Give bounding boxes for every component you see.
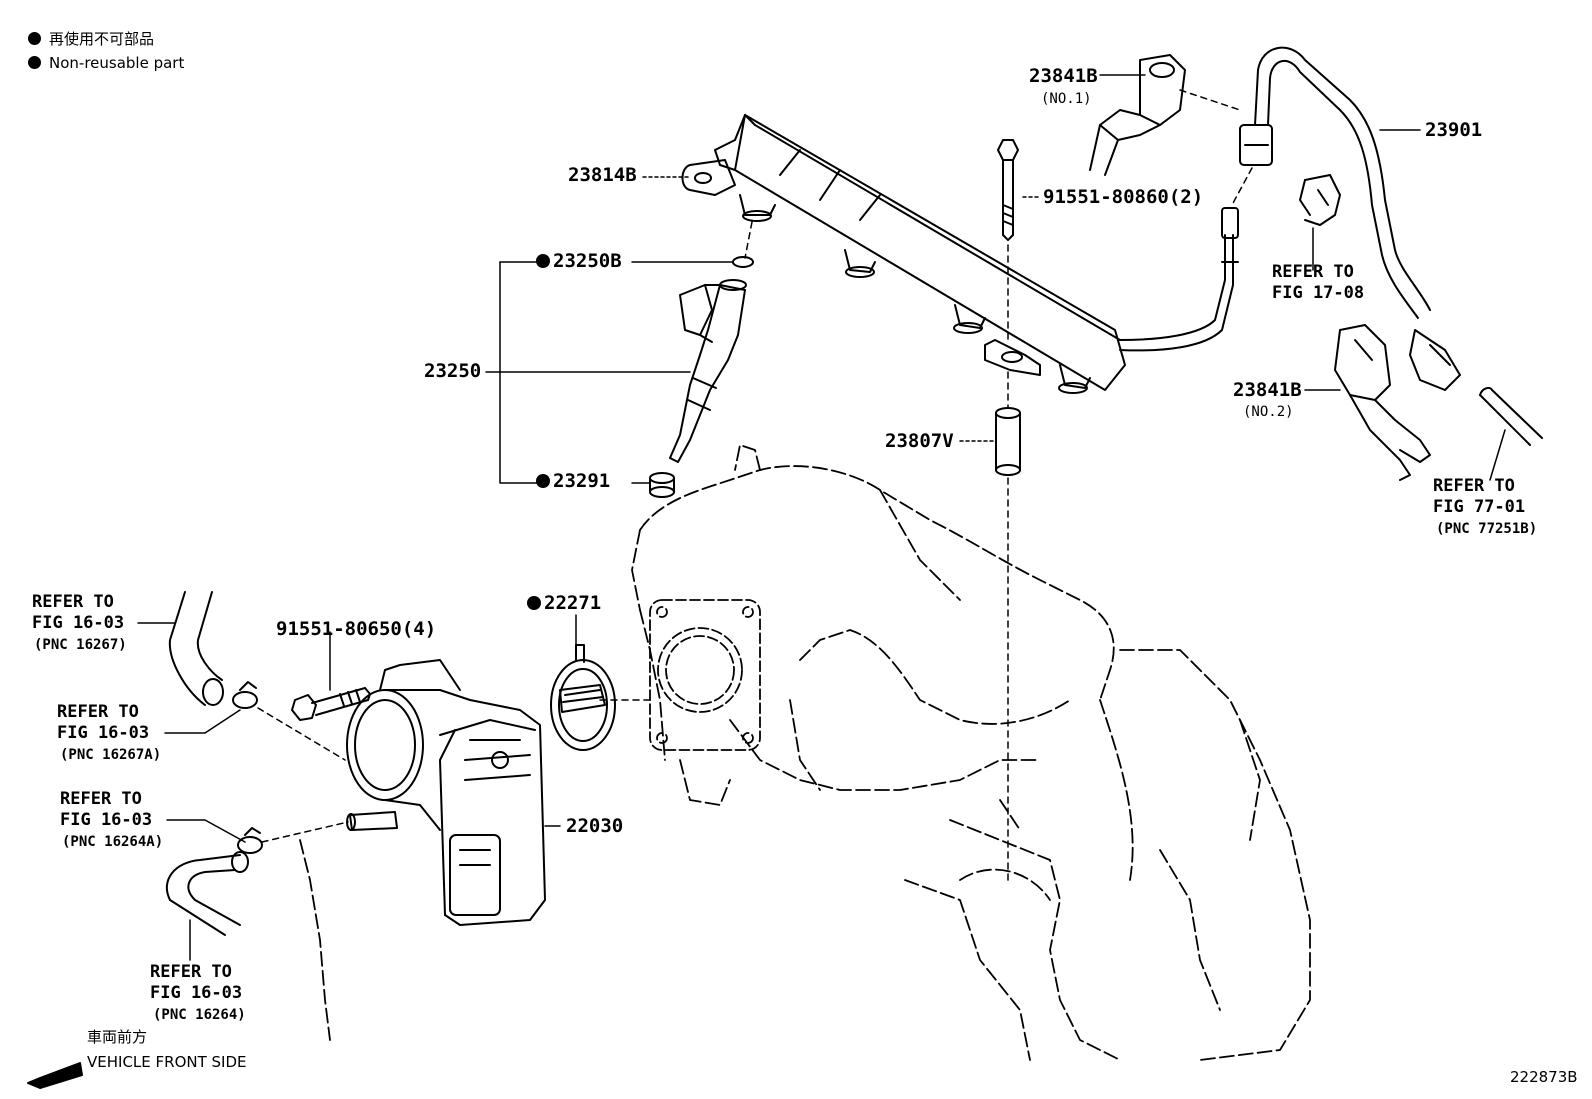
non-reusable-dot-icon [536, 254, 550, 268]
part-23841B-no2-sub: (NO.2) [1243, 404, 1294, 420]
fuel-injector [669, 279, 747, 463]
ref-fig-16-03-hose-upper[interactable]: REFER TO FIG 16-03 [32, 592, 125, 633]
ref-fig-77-01-pnc: (PNC 77251B) [1436, 521, 1538, 537]
leader-lines [137, 74, 1506, 961]
part-23250B[interactable]: 23250B [536, 252, 622, 271]
part-22271[interactable]: 22271 [527, 594, 601, 613]
spacer-collar [995, 407, 1021, 476]
part-23250B-text: 23250B [553, 250, 622, 272]
diagram-id: 222873B [1510, 1068, 1578, 1086]
ref-fig-16-03-clamp-lower-pnc: (PNC 16264A) [62, 834, 164, 850]
ref-fig-16-03-hose-lower-pnc: (PNC 16264) [153, 1007, 246, 1023]
part-91551-80860[interactable]: 91551-80860(2) [1043, 186, 1204, 208]
rail-bolt [997, 139, 1019, 241]
ref-fig-16-03-hose-lower[interactable]: REFER TO FIG 16-03 [150, 962, 243, 1003]
legend-jp: 再使用不可部品 [28, 32, 154, 47]
front-direction-arrow [27, 1062, 83, 1089]
ref-fig-16-03-clamp-upper[interactable]: REFER TO FIG 16-03 [57, 702, 150, 743]
part-91551-80650[interactable]: 91551-80650(4) [276, 618, 437, 640]
assembly-dashed-lines [257, 89, 1253, 881]
injector-o-ring [732, 256, 754, 268]
ref-fig-16-03-clamp-upper-pnc: (PNC 16267A) [60, 747, 162, 763]
ref-fig-77-01[interactable]: REFER TO FIG 77-01 [1433, 476, 1526, 517]
intake-flange-phantom [649, 599, 761, 751]
non-reusable-dot-icon [536, 474, 550, 488]
fuel-hose [1239, 46, 1461, 391]
part-22030[interactable]: 22030 [566, 815, 624, 837]
part-23841B-no1[interactable]: 23841B [1029, 65, 1098, 87]
hose-clip-no1 [1089, 54, 1186, 176]
legend-en-text: Non-reusable part [49, 54, 185, 72]
vehicle-front-en: VEHICLE FRONT SIDE [87, 1053, 247, 1071]
vehicle-front-jp: 車両前方 [87, 1028, 148, 1046]
throttle-body [346, 659, 546, 926]
fuel-rail [681, 114, 1126, 394]
ref-fig-17-08[interactable]: REFER TO FIG 17-08 [1272, 262, 1365, 303]
ref-fig-16-03-hose-upper-pnc: (PNC 16267) [34, 637, 127, 653]
throttle-bolt [291, 687, 371, 721]
non-reusable-dot-icon [28, 32, 41, 45]
part-23841B-no1-sub: (NO.1) [1041, 91, 1092, 107]
part-23250[interactable]: 23250 [424, 360, 482, 382]
part-23807V[interactable]: 23807V [885, 430, 954, 452]
clip-fig-17-08 [1299, 174, 1341, 226]
hose-clamp-lower [237, 827, 263, 854]
hose-clamp-upper [232, 681, 258, 709]
legend-en: Non-reusable part [28, 56, 184, 71]
legend-jp-text: 再使用不可部品 [49, 30, 155, 48]
injector-seal [649, 472, 675, 498]
part-22271-text: 22271 [544, 592, 602, 614]
part-23901[interactable]: 23901 [1425, 119, 1483, 141]
part-23814B[interactable]: 23814B [568, 164, 637, 186]
throttle-gasket [550, 644, 616, 751]
coolant-hose-upper [168, 591, 224, 706]
hose-clip-no2 [1334, 324, 1431, 481]
non-reusable-dot-icon [28, 56, 41, 69]
part-23841B-no2[interactable]: 23841B [1233, 379, 1302, 401]
pipe-fig-77-01 [1479, 386, 1543, 446]
engine-phantom-outline [299, 444, 1311, 1061]
part-23291-text: 23291 [553, 470, 611, 492]
coolant-hose-lower [165, 851, 249, 936]
part-23291[interactable]: 23291 [536, 472, 610, 491]
non-reusable-dot-icon [527, 596, 541, 610]
ref-fig-16-03-clamp-lower[interactable]: REFER TO FIG 16-03 [60, 789, 153, 830]
fuel-line [1119, 207, 1239, 352]
